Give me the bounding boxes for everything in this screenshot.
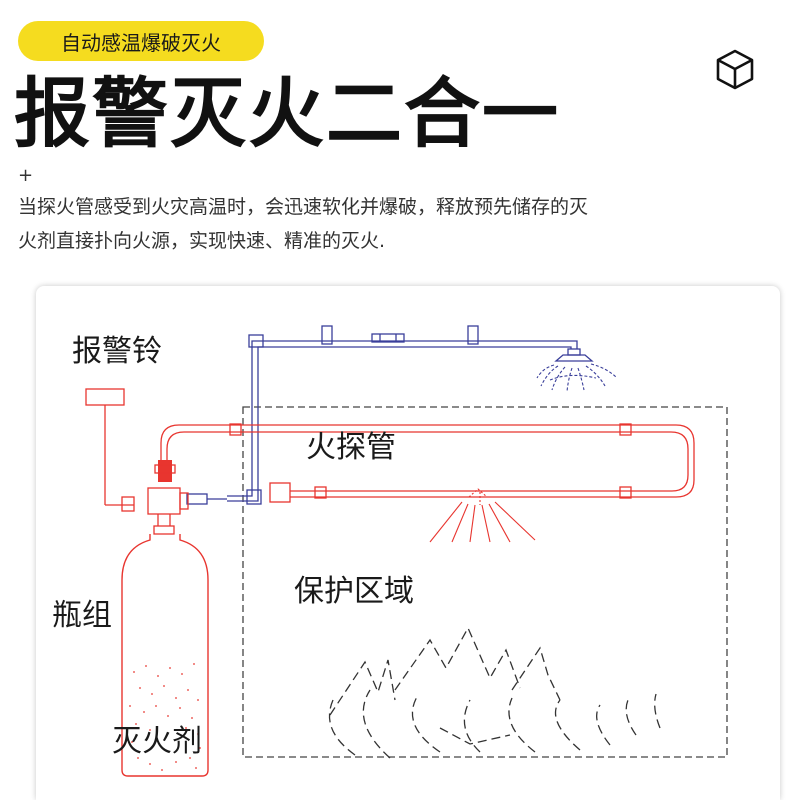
alarm-bell [85, 388, 135, 512]
diagram-panel: 报警铃 火探管 保护区域 瓶组 灭火剂 [36, 286, 780, 800]
alarm-bell-label: 报警铃 [72, 334, 162, 369]
tube-burst [429, 488, 536, 543]
cylinder-valve [147, 487, 189, 535]
description-line-2: 火剂直接扑向火源，实现快速、精准的灭火. [18, 230, 386, 252]
pressure-switch [158, 460, 172, 482]
fire-flames [328, 626, 661, 759]
category-badge-text: 自动感温爆破灭火 [61, 30, 221, 55]
description: 当探火管感受到火灾高温时，会迅速软化并爆破，释放预先储存的灭 火剂直接扑向火源，… [18, 190, 718, 258]
extinguishing-agent-particles [129, 663, 201, 771]
protected-area-boundary [242, 406, 728, 758]
sprinkler-spray [536, 363, 618, 393]
cylinder [121, 534, 209, 777]
detector-tube-label: 火探管 [306, 430, 396, 465]
category-badge: 自动感温爆破灭火 [18, 21, 264, 61]
extinguishing-agent-label: 灭火剂 [112, 724, 202, 759]
description-line-1: 当探火管感受到火灾高温时，会迅速软化并爆破，释放预先储存的灭 [18, 196, 589, 218]
detector-tube [160, 423, 695, 503]
cube-icon [716, 49, 754, 90]
sprinkler-nozzle [554, 348, 594, 362]
system-diagram [85, 325, 728, 777]
plus-mark: + [18, 165, 34, 186]
headline: 报警灭火二合一 [14, 69, 560, 158]
cylinder-label: 瓶组 [52, 598, 112, 633]
distribution-pipe [186, 325, 578, 505]
protected-area-label: 保护区域 [294, 574, 414, 609]
